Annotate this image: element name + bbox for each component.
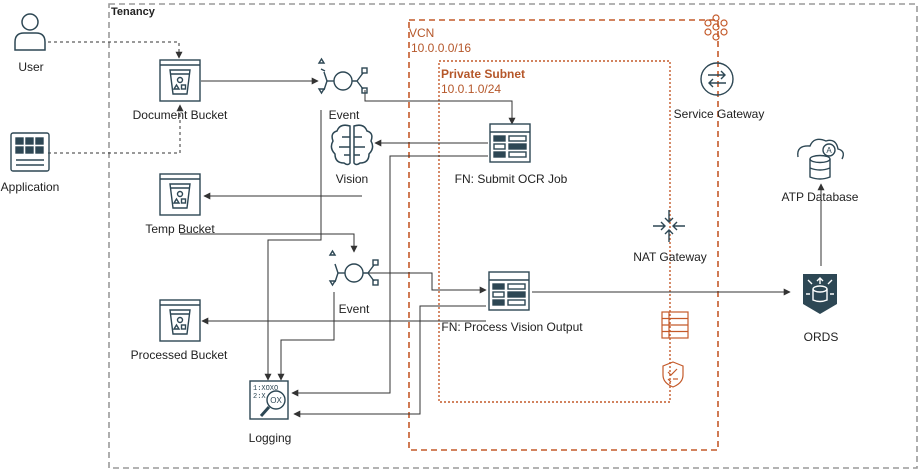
edge-application-to-document-bucket [48, 104, 184, 154]
ords-label: ORDS [803, 330, 839, 344]
ords-icon [803, 274, 837, 314]
application-icon [10, 132, 50, 172]
temp-bucket-label: Temp Bucket [145, 222, 215, 236]
vision-brain-icon [330, 124, 374, 166]
fn-submit-label: FN: Submit OCR Job [454, 172, 568, 186]
event-label-2: Event [338, 302, 370, 316]
vcn-icon [704, 14, 728, 41]
user-label: User [18, 60, 44, 74]
vcn-cidr: 10.0.0.0/16 [411, 41, 472, 55]
edge-event1-to-logging [264, 110, 322, 381]
private-subnet-title: Private Subnet [441, 67, 526, 81]
edge-user-to-document-bucket [48, 41, 183, 59]
tenancy-title: Tenancy [111, 6, 155, 18]
document-bucket-label: Document Bucket [132, 108, 228, 122]
edge-event-to-fn-process [366, 272, 487, 294]
network-security-group-icon [662, 361, 684, 388]
tenancy-boundary [108, 3, 918, 469]
document-bucket-icon [159, 59, 201, 102]
edge-event2-to-logging [277, 292, 335, 381]
application-label: Application [0, 180, 60, 194]
connectors [48, 41, 825, 418]
svg-text:OX: OX [270, 396, 282, 405]
fn-submit-icon [489, 123, 531, 163]
logging-icon: 1:XOXO 2:X OX [249, 380, 289, 420]
private-subnet-boundary [438, 60, 671, 403]
private-subnet-cidr: 10.0.1.0/24 [441, 82, 502, 96]
vcn-title: VCN [409, 26, 435, 40]
logging-label: Logging [248, 431, 292, 445]
atp-database-icon: A [797, 138, 845, 180]
svg-text:1:XOXO: 1:XOXO [253, 385, 278, 393]
vision-label: Vision [335, 172, 369, 186]
edge-temp-bucket-to-event [180, 233, 358, 253]
user-icon [14, 13, 46, 51]
event-icon-2 [328, 249, 379, 287]
event-label-1: Event [328, 108, 360, 122]
event-icon-1 [317, 57, 368, 95]
edge-fn-submit-to-logging [291, 155, 488, 397]
fn-process-label: FN: Process Vision Output [441, 320, 583, 334]
processed-bucket-icon [159, 299, 201, 342]
security-list-icon [661, 311, 689, 339]
processed-bucket-label: Processed Bucket [130, 348, 228, 362]
service-gateway-icon [700, 62, 734, 96]
svg-text:2:X: 2:X [253, 393, 266, 401]
edge-event-to-fn-submit [364, 90, 516, 125]
temp-bucket-icon [159, 173, 201, 216]
atp-database-label: ATP Database [781, 190, 859, 204]
nat-gateway-label: NAT Gateway [633, 250, 707, 264]
svg-text:A: A [826, 146, 832, 155]
nat-gateway-icon [653, 210, 685, 242]
edge-fn-process-to-logging [293, 305, 486, 418]
service-gateway-label: Service Gateway [673, 107, 765, 121]
fn-process-icon [488, 271, 530, 311]
vcn-boundary [408, 19, 719, 451]
